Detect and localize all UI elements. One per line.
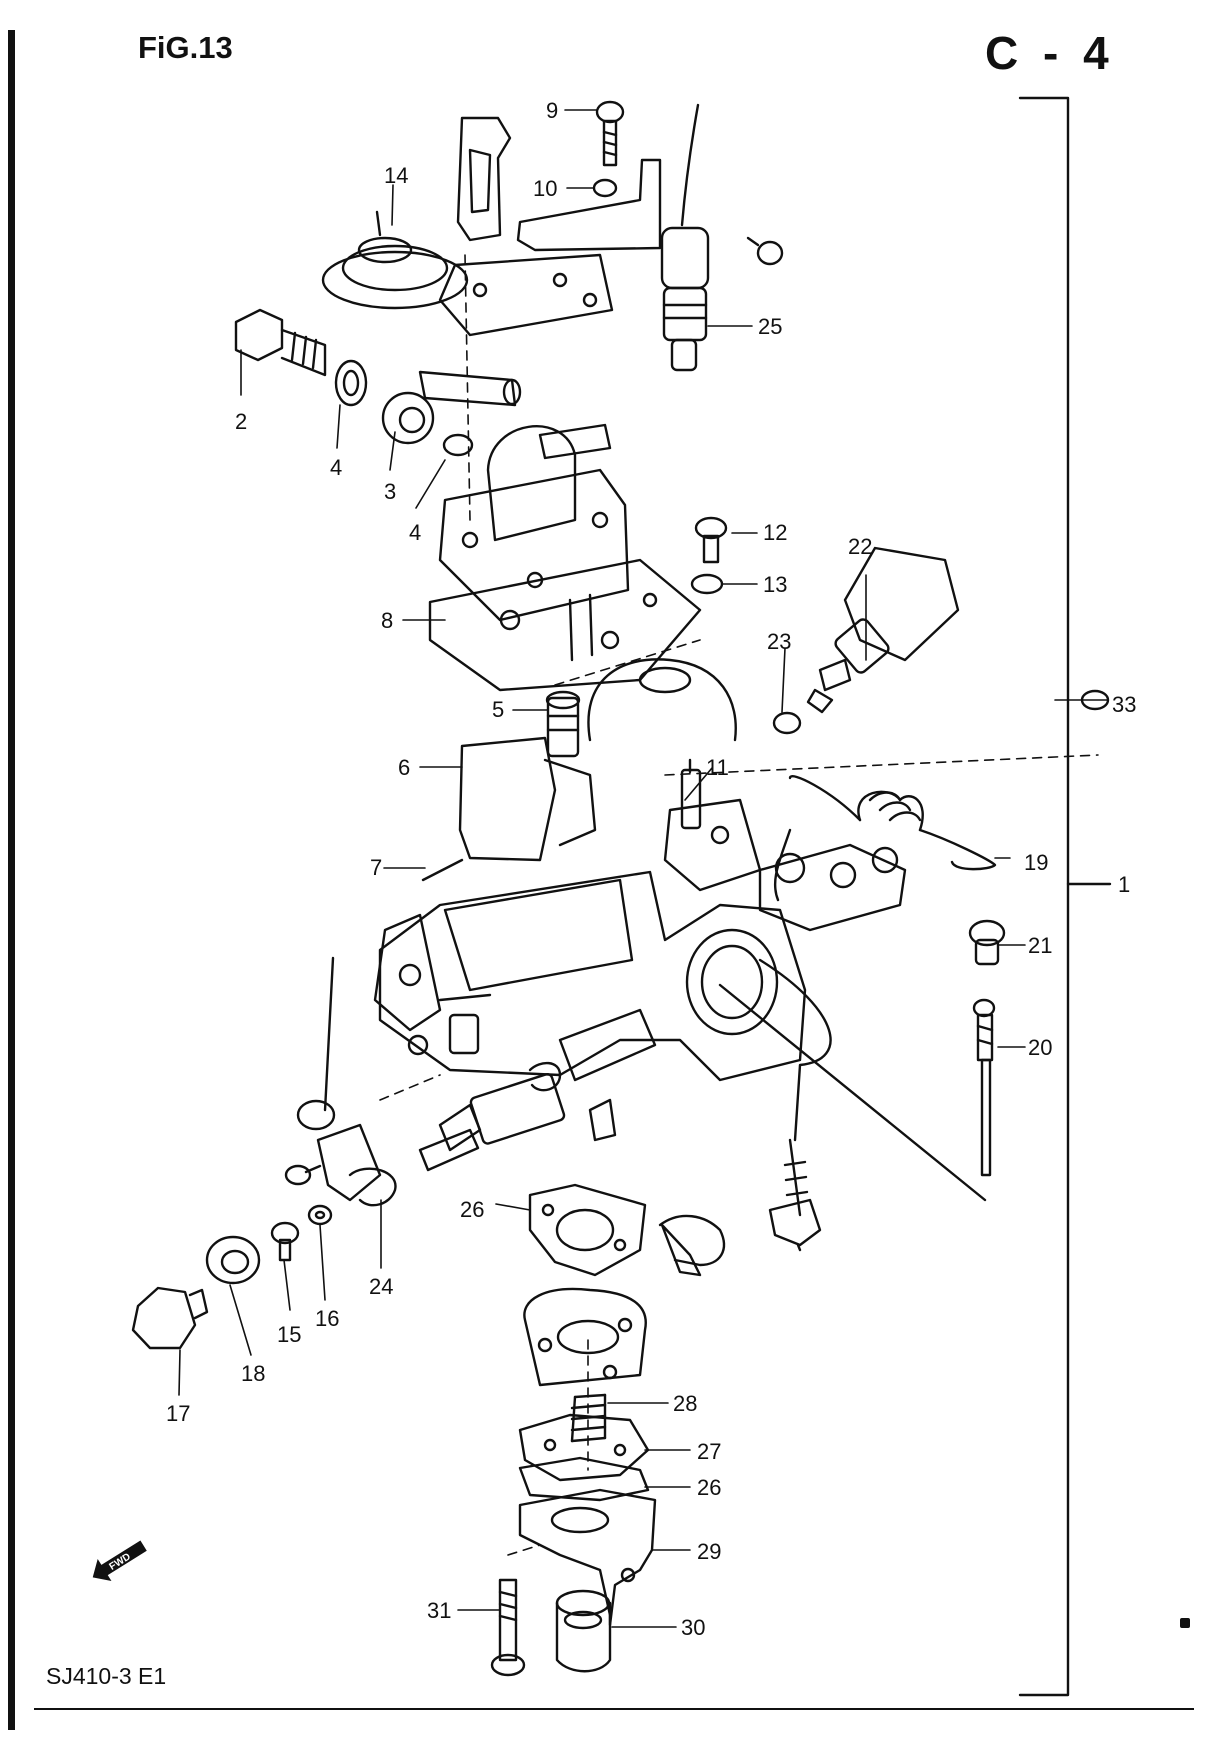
callout-24: 24	[369, 1274, 394, 1299]
callout-4a: 4	[330, 455, 343, 480]
callout-9: 9	[546, 98, 559, 123]
callout-29: 29	[697, 1539, 722, 1564]
page-code: C - 4	[985, 27, 1115, 79]
callout-6: 6	[398, 755, 411, 780]
throttle-rod-line	[718, 983, 987, 1202]
callout-19: 19	[1024, 850, 1049, 875]
part-5-jet	[545, 690, 581, 758]
callout-12: 12	[763, 520, 788, 545]
part-11-needle-valve	[680, 758, 702, 830]
callout-14: 14	[384, 163, 409, 188]
callout-20: 20	[1028, 1035, 1053, 1060]
callout-13: 13	[763, 572, 788, 597]
part-9-screw	[595, 100, 625, 167]
callout-17: 17	[166, 1401, 191, 1426]
part-8-gasket	[428, 558, 702, 692]
part-3-union-fitting	[381, 370, 522, 445]
part-26-gasket-a	[528, 1183, 647, 1277]
part-22-solenoid	[806, 546, 960, 714]
carburetor-top-cover	[438, 423, 630, 662]
callout-30: 30	[681, 1615, 706, 1640]
model-code: SJ410-3 E1	[46, 1663, 167, 1689]
callout-16: 16	[315, 1306, 340, 1331]
part-20-adjusting-screw	[972, 998, 996, 1177]
part-27-diaphragm	[518, 1413, 650, 1482]
assembly-center-lines	[379, 254, 1099, 1556]
callout-1: 1	[1118, 872, 1131, 897]
part-29-pump-housing	[518, 1488, 657, 1627]
callout-25: 25	[758, 314, 783, 339]
callout-22: 22	[848, 534, 873, 559]
callout-33: 33	[1112, 692, 1137, 717]
part-12-screw	[694, 516, 728, 564]
callout-11: 11	[706, 755, 729, 780]
part-19-spring	[788, 775, 997, 871]
callout-21: 21	[1028, 933, 1053, 958]
part-10-washer	[592, 178, 618, 198]
carburetor-main-body	[373, 798, 807, 1082]
callout-27: 27	[697, 1439, 722, 1464]
throttle-linkage	[758, 828, 907, 932]
sensor-bracket	[516, 158, 662, 252]
pump-cover	[523, 1287, 647, 1387]
callout-15: 15	[277, 1322, 302, 1347]
callout-18: 18	[241, 1361, 266, 1386]
part-13-washer	[690, 573, 724, 595]
page-left-border	[8, 30, 15, 1730]
callout-10: 10	[533, 176, 558, 201]
callout-28: 28	[673, 1391, 698, 1416]
leader-lines	[178, 109, 1109, 1628]
callout-3: 3	[384, 479, 397, 504]
part-23-washer	[772, 711, 802, 735]
upper-bracket	[456, 116, 512, 242]
part-26-gasket-b	[518, 1456, 650, 1502]
callout-7: 7	[370, 855, 383, 880]
part-31-bolt	[490, 1578, 526, 1677]
part-17-bolt	[131, 1286, 209, 1350]
registration-dot	[1180, 1618, 1190, 1628]
footer-rule	[34, 1708, 1194, 1710]
part-4-washer-b	[442, 433, 474, 457]
callout-5: 5	[492, 697, 505, 722]
part-16-washer	[307, 1204, 333, 1226]
part-21-screw	[968, 919, 1006, 966]
callout-8: 8	[381, 608, 394, 633]
part-4-washer-a	[334, 359, 368, 407]
fwd-arrow-icon: FWD	[85, 1532, 153, 1590]
callout-26a: 26	[460, 1197, 485, 1222]
float-chamber-dome	[587, 658, 737, 742]
part-2-banjo-bolt	[234, 308, 327, 377]
part-30-check-valve	[555, 1589, 612, 1673]
callout-23: 23	[767, 629, 792, 654]
part-6-float	[458, 736, 597, 862]
callout-4b: 4	[409, 520, 422, 545]
callout-31: 31	[427, 1598, 452, 1623]
assembly-bracket	[1018, 96, 1112, 1697]
part-7-float-pin	[421, 858, 464, 882]
small-screw-left	[284, 1164, 322, 1186]
part-14-vacuum-diaphragm	[321, 210, 614, 337]
part-18-washer	[205, 1235, 261, 1285]
callout-2: 2	[235, 409, 248, 434]
callout-26b: 26	[697, 1475, 722, 1500]
part-24-pump	[296, 956, 657, 1207]
small-screw-top	[746, 236, 784, 266]
throttle-lever-rod	[658, 958, 832, 1277]
part-25-sensor	[660, 103, 710, 372]
part-15-screw	[270, 1221, 300, 1262]
figure-number: FiG.13	[138, 30, 233, 65]
